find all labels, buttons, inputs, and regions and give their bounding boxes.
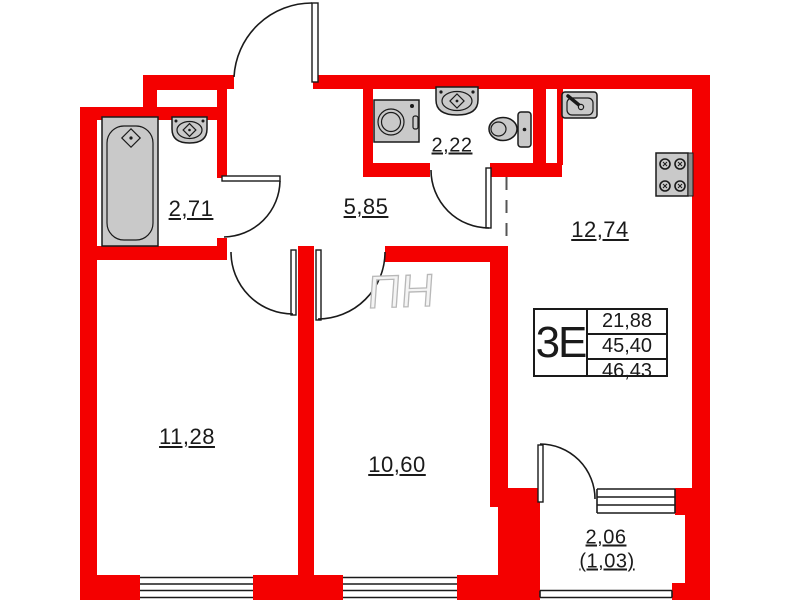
window-bedroom-1 [140, 575, 253, 600]
apartment-area-value: 45,40 [588, 335, 666, 360]
living-area-value: 21,88 [588, 310, 666, 335]
balcony-door [537, 443, 596, 503]
bathroom-door [221, 175, 281, 238]
toilet [488, 111, 532, 148]
room-label-hallway: 5,85 [343, 194, 389, 219]
entrance-door [233, 2, 319, 83]
wc-door [430, 167, 492, 229]
kitchen-sink [561, 91, 598, 119]
apartment-areas: 21,88 45,40 46,43 [588, 310, 666, 382]
room-label-bedroom-2: 10,60 [368, 452, 426, 477]
room-label-wc: 2,22 [431, 134, 473, 157]
window-bedroom-2 [343, 575, 457, 600]
room-label-bathroom: 2,71 [168, 196, 214, 221]
room-label-balcony-reduced: (1,03) [579, 550, 635, 573]
stove [655, 152, 694, 197]
apartment-info-box: 3Е 21,88 45,40 46,43 [533, 308, 668, 382]
bedroom-1-door [230, 249, 297, 316]
walls [80, 75, 710, 600]
bathroom-sink [171, 116, 208, 144]
room-label-bedroom-1: 11,28 [159, 424, 215, 449]
room-label-balcony: 2,06 [585, 526, 627, 549]
bedroom-2-door [315, 249, 386, 321]
room-label-kitchen: 12,74 [571, 217, 629, 242]
apartment-type-label: 3Е [535, 310, 588, 375]
balcony-parapet [539, 589, 673, 599]
balcony-window [596, 487, 676, 514]
washing-machine [373, 99, 420, 143]
developer-watermark: ПН [365, 263, 437, 319]
wc-sink [435, 86, 479, 116]
total-area-value: 46,43 [601, 360, 653, 382]
bathtub [101, 116, 159, 247]
